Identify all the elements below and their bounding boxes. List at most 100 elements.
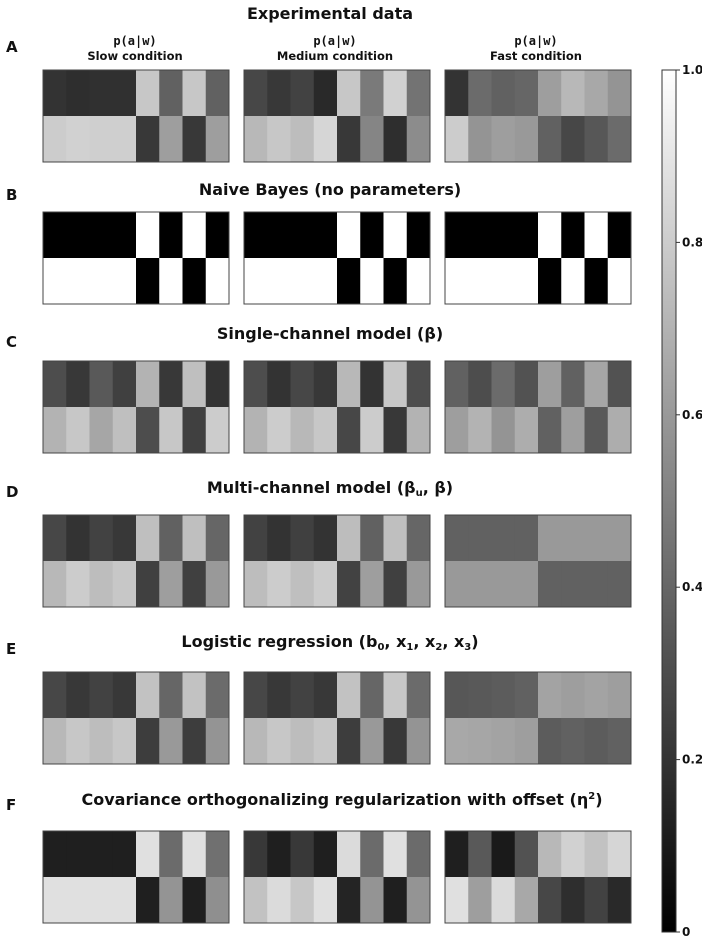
heatmap-cell-b-medium-r0-c1 xyxy=(267,212,291,259)
heatmap-cell-a-fast-r1-c0 xyxy=(445,116,469,163)
panel-letter-c: C xyxy=(6,333,18,351)
heatmap-cell-c-slow-r1-c5 xyxy=(159,407,183,454)
heatmap-cell-b-fast-r0-c4 xyxy=(538,212,562,259)
heatmap-cell-c-slow-r1-c6 xyxy=(182,407,207,454)
heatmap-border-a-medium xyxy=(243,69,431,163)
row-title-e-sub-b: 0 xyxy=(377,642,385,653)
heatmap-cell-a-fast-r1-c2 xyxy=(491,116,516,163)
heatmap-cell-d-medium-r0-c2 xyxy=(290,515,315,562)
heatmap-cell-b-slow-r1-c5 xyxy=(159,258,183,305)
heatmap-cell-d-slow-r1-c3 xyxy=(112,561,137,608)
panel-letter-f: F xyxy=(6,796,17,814)
heatmap-cell-c-slow-r1-c2 xyxy=(89,407,114,454)
heatmap-border-d-slow xyxy=(42,514,230,608)
heatmap-cell-b-slow-r0-c1 xyxy=(66,212,90,259)
heatmap-cell-c-fast-r1-c5 xyxy=(561,407,585,454)
heatmap-cell-d-fast-r1-c7 xyxy=(607,561,632,608)
heatmap-cell-f-medium-r1-c4 xyxy=(337,877,361,924)
colorbar-tick-label-3: 0.4 xyxy=(682,580,702,594)
heatmap-cell-c-medium-r1-c2 xyxy=(290,407,315,454)
heatmap-cell-c-slow-r0-c1 xyxy=(66,361,90,408)
column-label-slow: p(a|w) xyxy=(113,34,157,48)
heatmap-cell-a-medium-r1-c1 xyxy=(267,116,291,163)
heatmap-cell-c-slow-r0-c6 xyxy=(182,361,207,408)
row-title-e-sub-1: 1 xyxy=(406,642,414,653)
heatmap-cell-d-medium-r1-c4 xyxy=(337,561,361,608)
heatmap-cell-f-fast-r1-c7 xyxy=(607,877,632,924)
heatmap-cell-f-fast-r0-c1 xyxy=(468,831,492,878)
heatmap-cell-c-fast-r0-c0 xyxy=(445,361,469,408)
column-condition-medium: Medium condition xyxy=(276,49,394,63)
heatmap-cell-f-slow-r0-c6 xyxy=(182,831,207,878)
column-header-slow: p(a|w) Slow condition xyxy=(42,34,228,64)
heatmap-cell-a-slow-r1-c0 xyxy=(43,116,67,163)
colorbar-tick-label-4: 0.2 xyxy=(682,753,702,767)
row-title-d-tail: , β) xyxy=(422,478,454,497)
heatmap-border-a-slow xyxy=(42,69,230,163)
heatmap-cell-f-fast-r0-c2 xyxy=(491,831,516,878)
heatmap-cell-a-fast-r1-c3 xyxy=(514,116,539,163)
heatmap-cell-a-medium-r0-c0 xyxy=(244,70,268,117)
heatmap-cell-b-medium-r1-c1 xyxy=(267,258,291,305)
heatmap-cell-a-medium-r0-c2 xyxy=(290,70,315,117)
heatmap-cell-c-medium-r1-c6 xyxy=(383,407,408,454)
row-title-d-sub: u xyxy=(415,488,423,499)
colorbar-gradient xyxy=(661,69,677,933)
heatmap-cell-e-slow-r0-c2 xyxy=(89,672,114,719)
heatmap-border-f-medium xyxy=(243,830,431,924)
heatmap-cell-a-slow-r1-c2 xyxy=(89,116,114,163)
heatmap-cell-b-fast-r1-c6 xyxy=(584,258,609,305)
heatmap-cell-d-slow-r1-c0 xyxy=(43,561,67,608)
heatmap-cell-e-fast-r0-c0 xyxy=(445,672,469,719)
row-title-f-tail: ) xyxy=(595,790,603,809)
heatmap-cell-f-medium-r0-c7 xyxy=(406,831,431,878)
heatmap-cell-e-medium-r1-c3 xyxy=(313,718,338,765)
heatmap-cell-c-fast-r1-c2 xyxy=(491,407,516,454)
heatmap-cell-e-slow-r0-c7 xyxy=(205,672,230,719)
heatmap-border-e-fast xyxy=(444,671,632,765)
heatmap-cell-e-fast-r1-c1 xyxy=(468,718,492,765)
heatmap-cell-d-medium-r0-c3 xyxy=(313,515,338,562)
heatmap-cell-a-fast-r0-c4 xyxy=(538,70,562,117)
heatmap-cell-a-medium-r0-c1 xyxy=(267,70,291,117)
column-condition-fast: Fast condition xyxy=(490,49,582,63)
heatmap-cell-c-fast-r1-c3 xyxy=(514,407,539,454)
heatmap-cell-b-medium-r1-c0 xyxy=(244,258,268,305)
heatmap-cell-a-medium-r0-c5 xyxy=(360,70,384,117)
heatmap-cell-c-slow-r0-c5 xyxy=(159,361,183,408)
heatmap-cell-d-slow-r0-c3 xyxy=(112,515,137,562)
heatmap-cell-f-medium-r0-c1 xyxy=(267,831,291,878)
heatmap-cell-f-fast-r0-c7 xyxy=(607,831,632,878)
heatmap-cell-d-slow-r1-c5 xyxy=(159,561,183,608)
heatmap-cell-d-slow-r0-c5 xyxy=(159,515,183,562)
heatmap-cell-a-slow-r1-c6 xyxy=(182,116,207,163)
heatmap-cell-e-medium-r1-c5 xyxy=(360,718,384,765)
heatmap-cell-d-slow-r0-c2 xyxy=(89,515,114,562)
heatmap-cell-c-medium-r1-c4 xyxy=(337,407,361,454)
heatmap-cell-b-slow-r1-c1 xyxy=(66,258,90,305)
heatmap-cell-e-medium-r1-c6 xyxy=(383,718,408,765)
heatmap-cell-b-medium-r1-c2 xyxy=(290,258,315,305)
heatmap-cell-b-medium-r0-c3 xyxy=(313,212,338,259)
heatmap-cell-b-fast-r1-c0 xyxy=(445,258,469,305)
heatmap-cell-c-fast-r0-c4 xyxy=(538,361,562,408)
heatmap-cell-f-fast-r0-c4 xyxy=(538,831,562,878)
heatmap-cell-b-slow-r1-c6 xyxy=(182,258,207,305)
heatmap-cell-e-fast-r1-c2 xyxy=(491,718,516,765)
heatmap-cell-d-medium-r0-c0 xyxy=(244,515,268,562)
heatmap-border-a-fast xyxy=(444,69,632,163)
heatmap-cell-e-medium-r0-c0 xyxy=(244,672,268,719)
heatmap-cell-a-fast-r0-c7 xyxy=(607,70,632,117)
heatmap-cell-b-slow-r1-c4 xyxy=(136,258,160,305)
heatmap-cell-c-fast-r1-c4 xyxy=(538,407,562,454)
row-title-e-x2: x xyxy=(425,632,436,651)
heatmap-cell-b-medium-r0-c0 xyxy=(244,212,268,259)
heatmap-cell-c-medium-r0-c0 xyxy=(244,361,268,408)
heatmap-border-c-slow xyxy=(42,360,230,454)
heatmap-cell-f-fast-r0-c6 xyxy=(584,831,609,878)
row-title-a: Experimental data xyxy=(246,4,414,23)
row-title-c: Single-channel model (β) xyxy=(216,324,444,343)
heatmap-cell-f-slow-r0-c1 xyxy=(66,831,90,878)
heatmap-border-b-fast xyxy=(444,211,632,305)
heatmap-cell-e-slow-r1-c7 xyxy=(205,718,230,765)
